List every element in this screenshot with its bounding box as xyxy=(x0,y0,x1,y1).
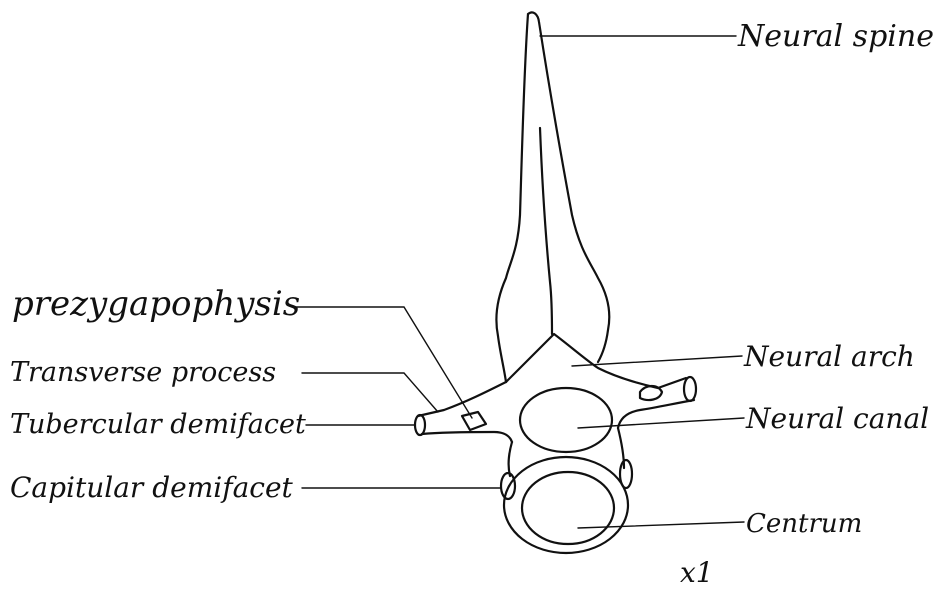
neural-canal-shape xyxy=(520,388,612,452)
left-transverse-process xyxy=(418,382,512,442)
centrum-inner xyxy=(522,472,614,544)
label-tubercular-demifacet: Tubercular demifacet xyxy=(10,409,306,440)
magnification-label: x1 xyxy=(680,556,714,589)
capitular-demifacet-right xyxy=(620,460,632,488)
leader-centrum xyxy=(578,522,744,528)
label-capitular-demifacet: Capitular demifacet xyxy=(10,471,294,504)
tubercular-demifacet-left xyxy=(415,415,425,435)
label-prezygapophysis: prezygapophysis xyxy=(12,284,300,324)
label-centrum: Centrum xyxy=(746,509,862,539)
vertebra-drawing xyxy=(415,12,696,553)
label-neural-spine: Neural spine xyxy=(737,19,934,54)
label-neural-canal: Neural canal xyxy=(745,402,929,435)
labels: Neural spine Neural arch Neural canal Ce… xyxy=(10,19,934,589)
label-transverse-process: Transverse process xyxy=(10,357,276,388)
leader-neural-canal xyxy=(578,418,744,428)
leader-prezygapophysis xyxy=(292,307,472,418)
label-neural-arch: Neural arch xyxy=(743,340,915,373)
prezygapophysis-right xyxy=(640,386,662,400)
neural-spine-midline xyxy=(540,128,552,334)
leader-lines xyxy=(292,36,744,528)
prezygapophysis-left xyxy=(462,412,486,430)
tubercular-demifacet-right xyxy=(684,377,696,401)
leader-transverse-process xyxy=(302,373,438,412)
